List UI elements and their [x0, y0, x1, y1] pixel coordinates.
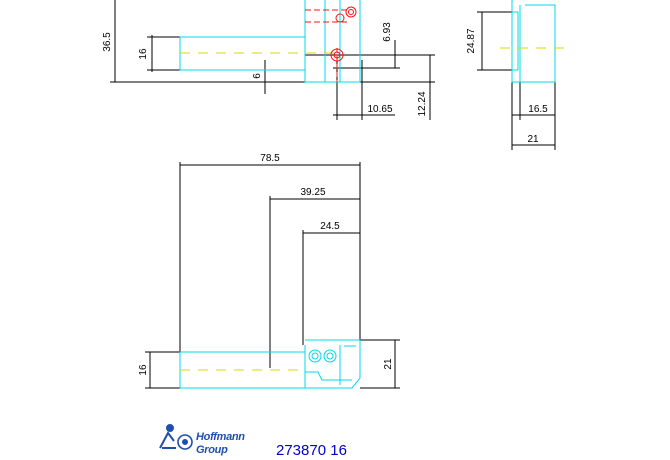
dim-side-height: 24.87 [466, 28, 477, 53]
figure-with-wheel-icon [159, 424, 193, 450]
dim-side-width: 21 [527, 134, 539, 145]
dim-step: 6 [252, 73, 263, 79]
top-view: 36.5 16 6 6.93 10.65 12.24 [102, 0, 435, 120]
dim-end-length: 24.5 [320, 221, 340, 232]
dim-head-height: 21 [383, 358, 394, 370]
brand-name-line1: Hoffmann [196, 431, 245, 443]
dim-hole-position: 10.65 [367, 104, 392, 115]
dim-overall-length: 78.5 [260, 153, 280, 164]
side-view: 24.87 16.5 21 [466, 0, 570, 150]
dim-body-height: 16 [138, 48, 149, 60]
brand-name-line2: Group [196, 444, 228, 456]
brand-logo: Hoffmann Group [159, 424, 246, 456]
part-number: 273870 16 [276, 442, 347, 459]
dim-hole-height: 12.24 [417, 91, 428, 116]
front-view: 78.5 39.25 24.5 16 21 [138, 153, 400, 389]
dim-overall-height: 36.5 [102, 32, 113, 52]
dim-hole-offset: 6.93 [382, 22, 393, 42]
dim-side-inner-width: 16.5 [528, 104, 548, 115]
dim-front-body-height: 16 [138, 364, 149, 376]
dim-half-length: 39.25 [300, 187, 325, 198]
